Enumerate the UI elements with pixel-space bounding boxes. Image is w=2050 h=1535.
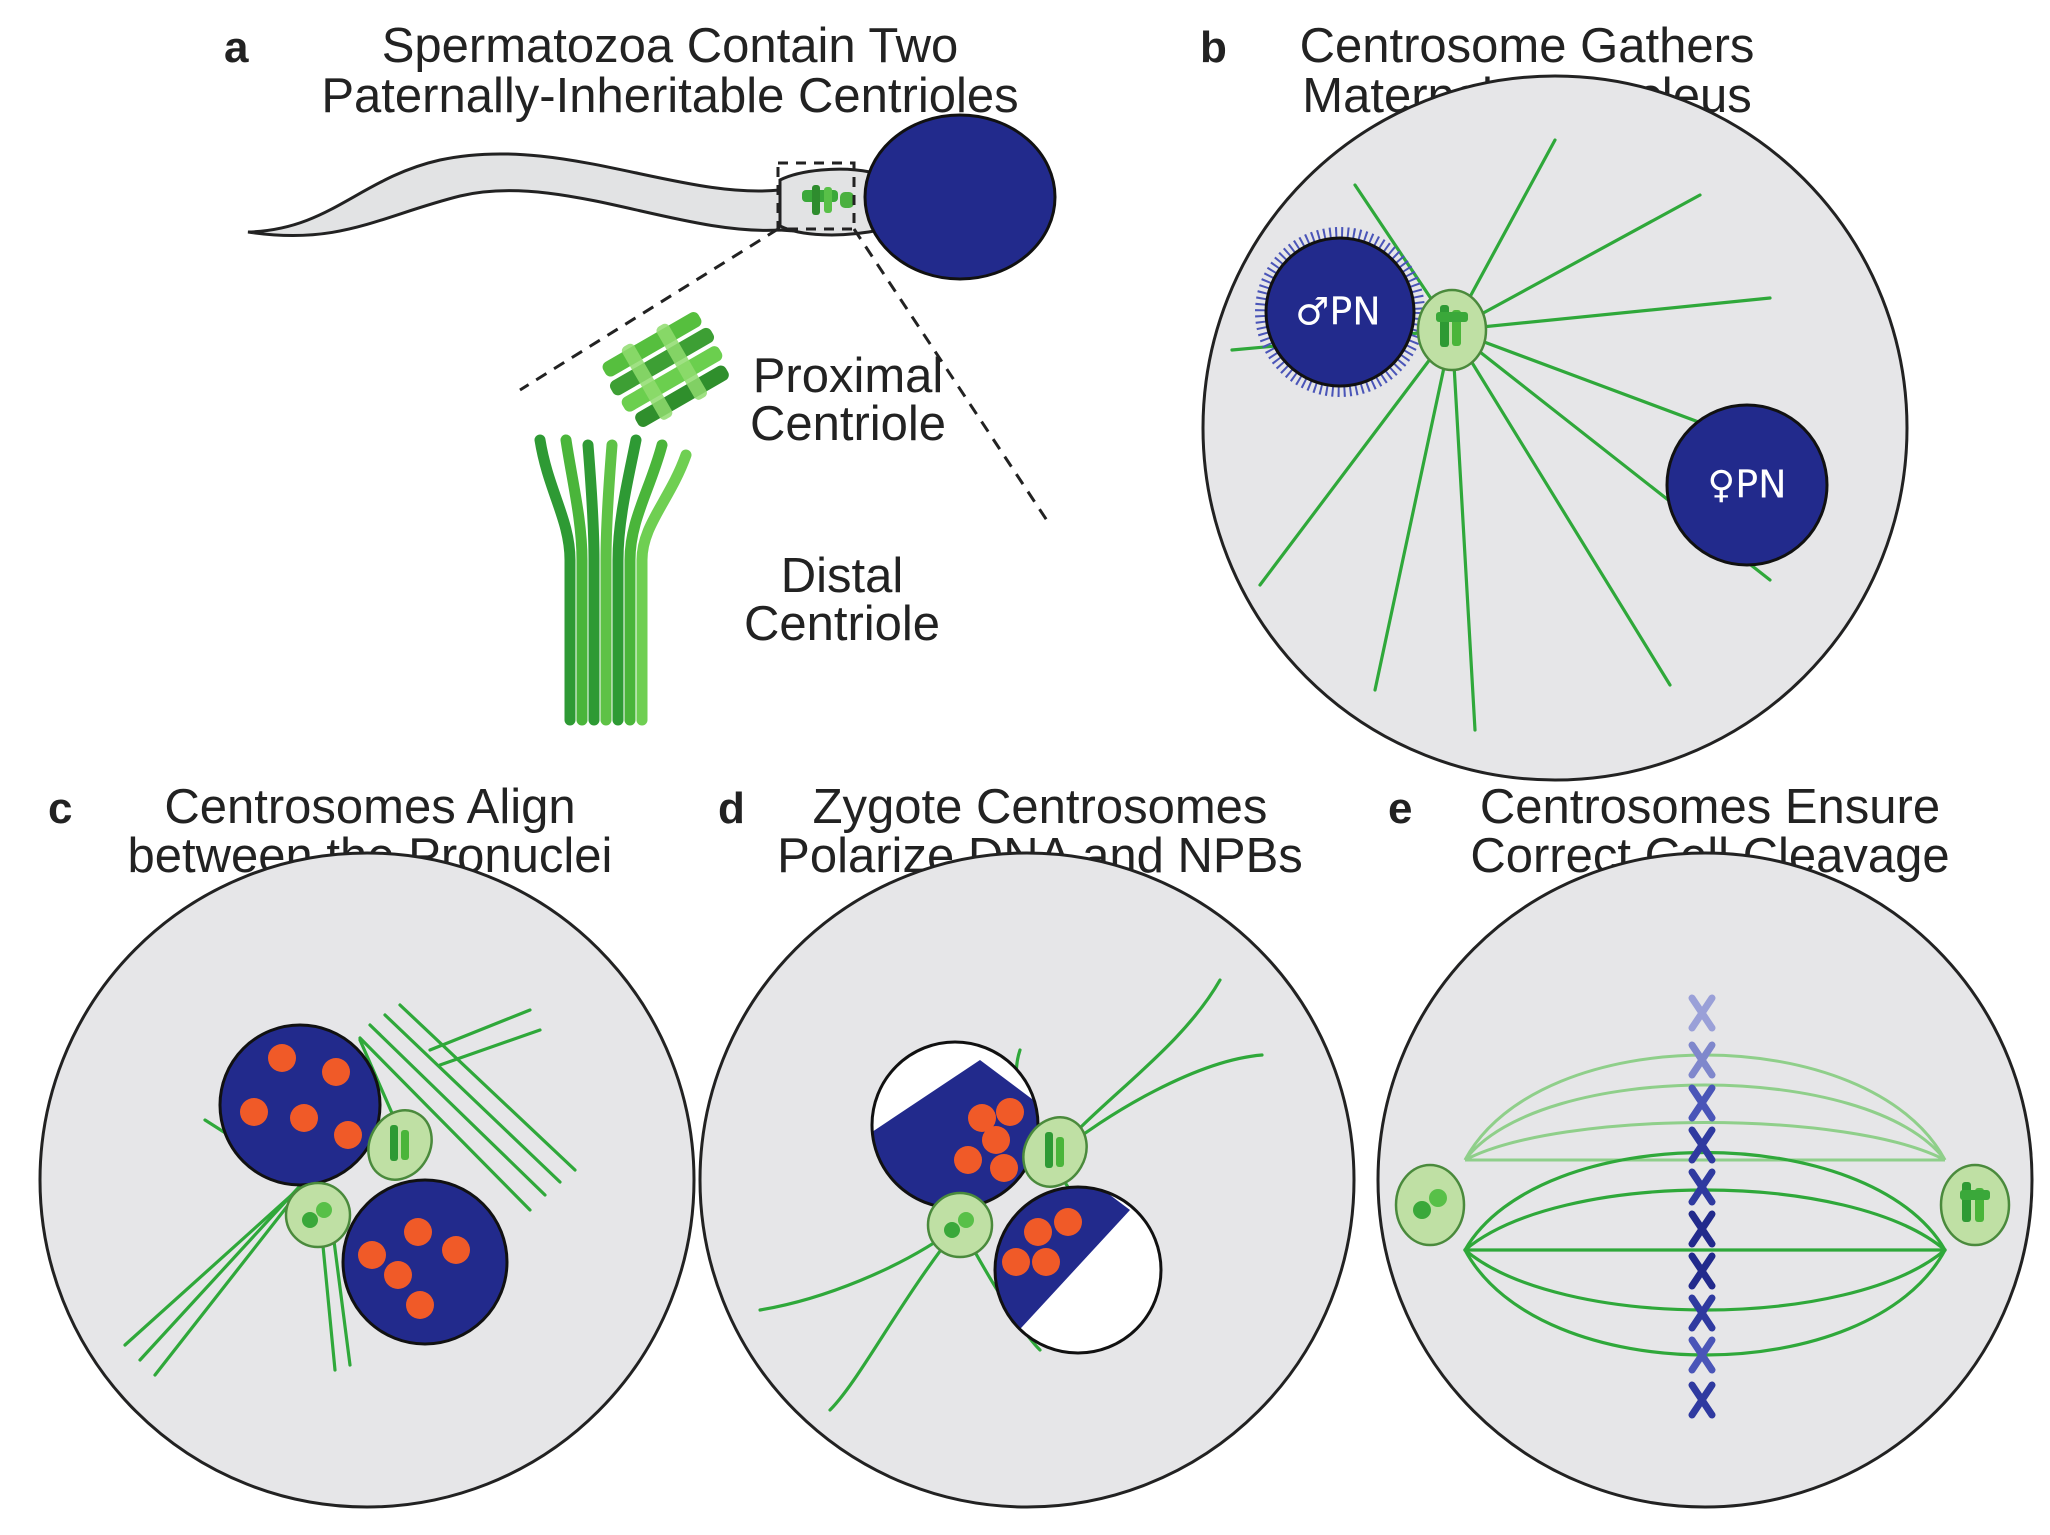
nucleolar-body — [322, 1058, 350, 1086]
nucleolar-body — [1024, 1218, 1052, 1246]
centriole-icon-d1 — [1045, 1132, 1064, 1168]
panel-e-letter: e — [1388, 784, 1412, 833]
nucleolar-body — [968, 1104, 996, 1132]
zygote-cell-c — [38, 851, 696, 1509]
proximal-centriole-icon — [602, 312, 729, 427]
nucleolar-body — [290, 1104, 318, 1132]
proximal-label-line1: Proximal — [753, 349, 944, 403]
panel-c: c Centrosomes Align between the Pronucle… — [38, 780, 696, 1509]
sperm-head — [863, 113, 1057, 281]
panel-b-letter: b — [1200, 23, 1227, 72]
panel-e: e Centrosomes Ensure Correct Cell Cleava… — [1376, 780, 2034, 1509]
panel-e-title-line1: Centrosomes Ensure — [1480, 780, 1940, 834]
panel-a: a Spermatozoa Contain Two Paternally-Inh… — [224, 19, 1057, 726]
nucleolar-body — [954, 1146, 982, 1174]
panel-c-letter: c — [48, 784, 72, 833]
nucleolar-body — [442, 1236, 470, 1264]
centrosome-e-left — [1394, 1163, 1466, 1247]
male-pronucleus-fringe — [1255, 227, 1425, 397]
centrosome-c1 — [367, 1109, 433, 1181]
panel-d-title-line1: Zygote Centrosomes — [813, 780, 1268, 834]
female-pronucleus — [1665, 403, 1829, 567]
nucleolar-body — [404, 1218, 432, 1246]
centriole-icon-e-right — [1960, 1182, 1990, 1222]
nucleolar-body — [268, 1044, 296, 1072]
nucleolar-body — [996, 1098, 1024, 1126]
nucleolar-body — [990, 1154, 1018, 1182]
nucleolar-body — [1054, 1208, 1082, 1236]
panel-a-letter: a — [224, 23, 249, 72]
panel-d: d Zygote Centrosomes Polarize DNA and NP… — [698, 780, 1356, 1509]
nucleolar-body — [1032, 1248, 1060, 1276]
sperm-centrioles-icon — [802, 185, 854, 215]
sperm-tail — [247, 152, 850, 238]
nucleolar-body — [358, 1241, 386, 1269]
chromosomes-e — [1688, 994, 1716, 1419]
distal-centriole-icon — [534, 434, 692, 726]
zoom-box — [776, 161, 856, 231]
panel-a-title-line1: Spermatozoa Contain Two — [382, 19, 959, 73]
pronucleus-c2 — [341, 1178, 509, 1346]
panel-a-title-line2: Paternally-Inheritable Centrioles — [321, 69, 1018, 123]
nucleolar-body — [406, 1291, 434, 1319]
zygote-cell-d — [698, 851, 1356, 1509]
centriole-icon-c1 — [390, 1125, 409, 1161]
distal-label-line2: Centriole — [744, 597, 940, 651]
zoom-line-right — [852, 228, 1052, 526]
panel-c-title-line1: Centrosomes Align — [164, 780, 575, 834]
nucleolar-body — [240, 1098, 268, 1126]
nucleolar-body — [1002, 1248, 1030, 1276]
zoom-line-left — [519, 227, 779, 392]
distal-label-line1: Distal — [781, 549, 904, 603]
panel-b-title-line1: Centrosome Gathers — [1300, 19, 1755, 73]
proximal-label-line2: Centriole — [750, 397, 946, 451]
panel-d-letter: d — [718, 784, 745, 833]
nucleolar-body — [334, 1121, 362, 1149]
male-pn-label: ♂PN — [1295, 290, 1380, 334]
female-pn-label: ♀PN — [1707, 463, 1786, 507]
panel-b: b Centrosome Gathers Maternal Pronucleus… — [1200, 19, 1909, 782]
nucleolar-body — [982, 1126, 1010, 1154]
centriole-icon-d2 — [944, 1212, 974, 1238]
nucleolar-body — [384, 1261, 412, 1289]
centriole-icon-e-left — [1413, 1189, 1447, 1219]
male-pronucleus — [1264, 236, 1416, 388]
centriole-icon-b — [1436, 305, 1468, 347]
centrosome-d1 — [1022, 1116, 1088, 1188]
centriole-icon-c2 — [302, 1202, 332, 1228]
